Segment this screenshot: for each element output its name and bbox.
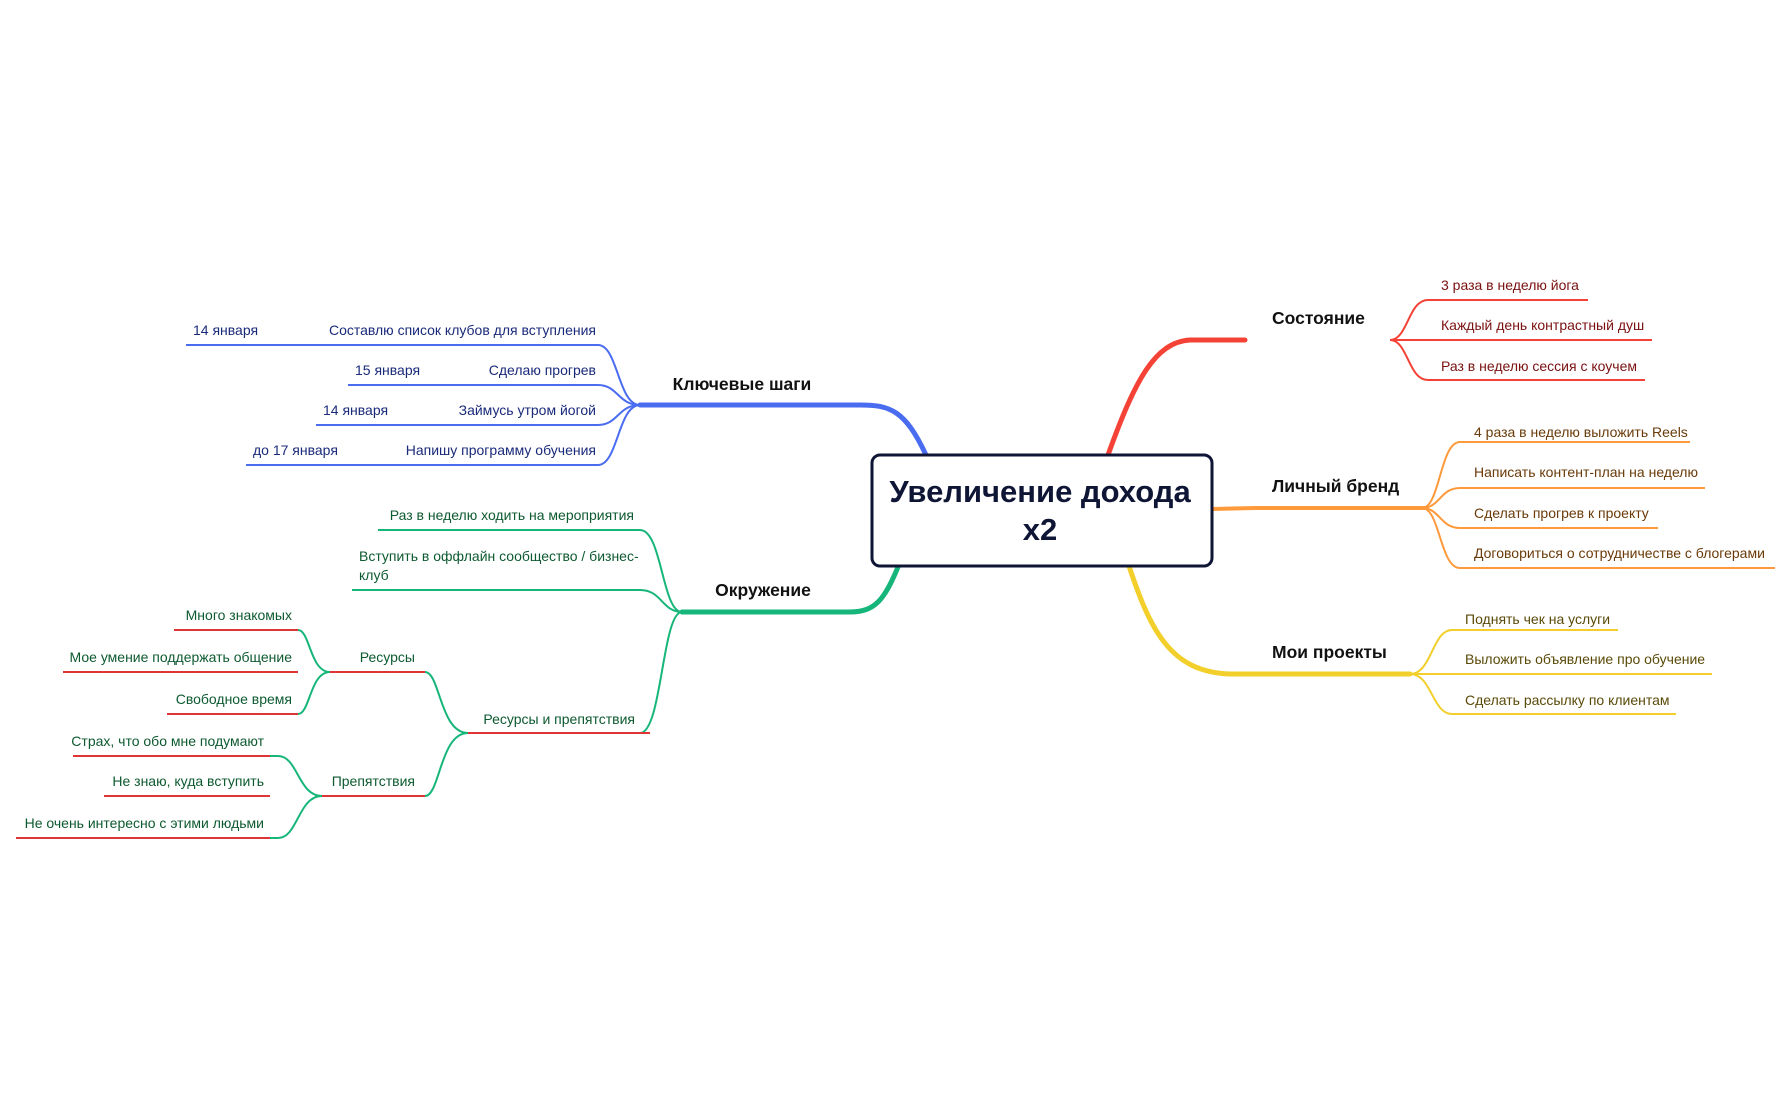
state-item[interactable]: 3 раза в неделю йога — [1441, 277, 1579, 293]
leaf-connector — [322, 732, 469, 797]
obstacle-item[interactable]: Не знаю, куда вступить — [112, 773, 264, 789]
projects-item[interactable]: Сделать рассылку по клиентам — [1465, 692, 1670, 708]
leaf-connector — [348, 384, 641, 406]
obstacles-label[interactable]: Препятствия — [332, 773, 415, 789]
leaf-connector — [1421, 507, 1775, 569]
obstacle-item[interactable]: Страх, что обо мне подумают — [71, 733, 264, 749]
step-item[interactable]: Напишу программу обучения — [406, 442, 596, 458]
leaf-connector — [468, 611, 683, 734]
leaf-connector — [378, 529, 683, 613]
leaf-connector — [1409, 629, 1618, 675]
env-item[interactable]: Раз в неделю ходить на мероприятия — [390, 507, 634, 523]
leaf-connector — [1421, 487, 1705, 509]
step-date[interactable]: 14 января — [193, 322, 258, 338]
leaf-connector — [246, 404, 641, 466]
connector-steps — [637, 402, 929, 458]
brand-item[interactable]: Сделать прогрев к проекту — [1474, 505, 1649, 521]
central-title-line2: x2 — [1023, 512, 1057, 547]
leaf-connector — [297, 671, 331, 715]
branch-steps-label[interactable]: Ключевые шаги — [673, 374, 812, 394]
leaf-connector — [270, 755, 323, 797]
connector-brand — [1210, 506, 1427, 511]
central-title-line1: Увеличение дохода — [889, 474, 1191, 509]
branch-brand-label[interactable]: Личный бренд — [1272, 476, 1399, 496]
connector-state — [1105, 337, 1248, 458]
resource-item[interactable]: Мое умение поддержать общение — [70, 649, 293, 665]
leaf-connector — [1389, 339, 1645, 381]
central-node[interactable] — [870, 453, 1214, 568]
projects-item[interactable]: Выложить объявление про обучение — [1465, 651, 1705, 667]
brand-item[interactable]: Договориться о сотрудничестве с блогерам… — [1474, 545, 1765, 561]
connector-projects — [1125, 560, 1413, 677]
leaf-connector — [1389, 299, 1588, 341]
step-item[interactable]: Займусь утром йогой — [459, 402, 596, 418]
brand-item[interactable]: 4 раза в неделю выложить Reels — [1474, 424, 1688, 440]
step-item[interactable]: Сделаю прогрев — [489, 362, 596, 378]
leaf-connector — [297, 629, 331, 673]
leaf-connector — [330, 671, 469, 734]
leaf-connector — [1421, 441, 1690, 509]
leaf-connector — [270, 795, 323, 839]
resources-label[interactable]: Ресурсы — [360, 649, 415, 665]
leaf-connector — [1409, 673, 1676, 715]
obstacle-item[interactable]: Не очень интересно с этими людьми — [25, 815, 264, 831]
env-item-line2[interactable]: клуб — [359, 567, 389, 583]
step-item[interactable]: Составлю список клубов для вступления — [329, 322, 596, 338]
resource-item[interactable]: Много знакомых — [186, 607, 292, 623]
step-date[interactable]: до 17 января — [253, 442, 338, 458]
branch-env-label[interactable]: Окружение — [715, 580, 811, 600]
env-sub-label[interactable]: Ресурсы и препятствия — [483, 711, 635, 727]
state-item[interactable]: Раз в неделю сессия с коучем — [1441, 358, 1637, 374]
projects-item[interactable]: Поднять чек на услуги — [1465, 611, 1610, 627]
branch-projects-label[interactable]: Мои проекты — [1272, 642, 1387, 662]
env-item-line1[interactable]: Вступить в оффлайн сообщество / бизнес- — [359, 548, 639, 564]
step-date[interactable]: 14 января — [323, 402, 388, 418]
connector-env — [679, 559, 903, 615]
leaf-connector — [352, 589, 683, 613]
step-date[interactable]: 15 января — [355, 362, 420, 378]
leaf-connector — [186, 344, 641, 406]
resource-item[interactable]: Свободное время — [176, 691, 292, 707]
state-item[interactable]: Каждый день контрастный душ — [1441, 317, 1644, 333]
branch-state-label[interactable]: Состояние — [1272, 308, 1365, 328]
brand-item[interactable]: Написать контент-план на неделю — [1474, 464, 1698, 480]
